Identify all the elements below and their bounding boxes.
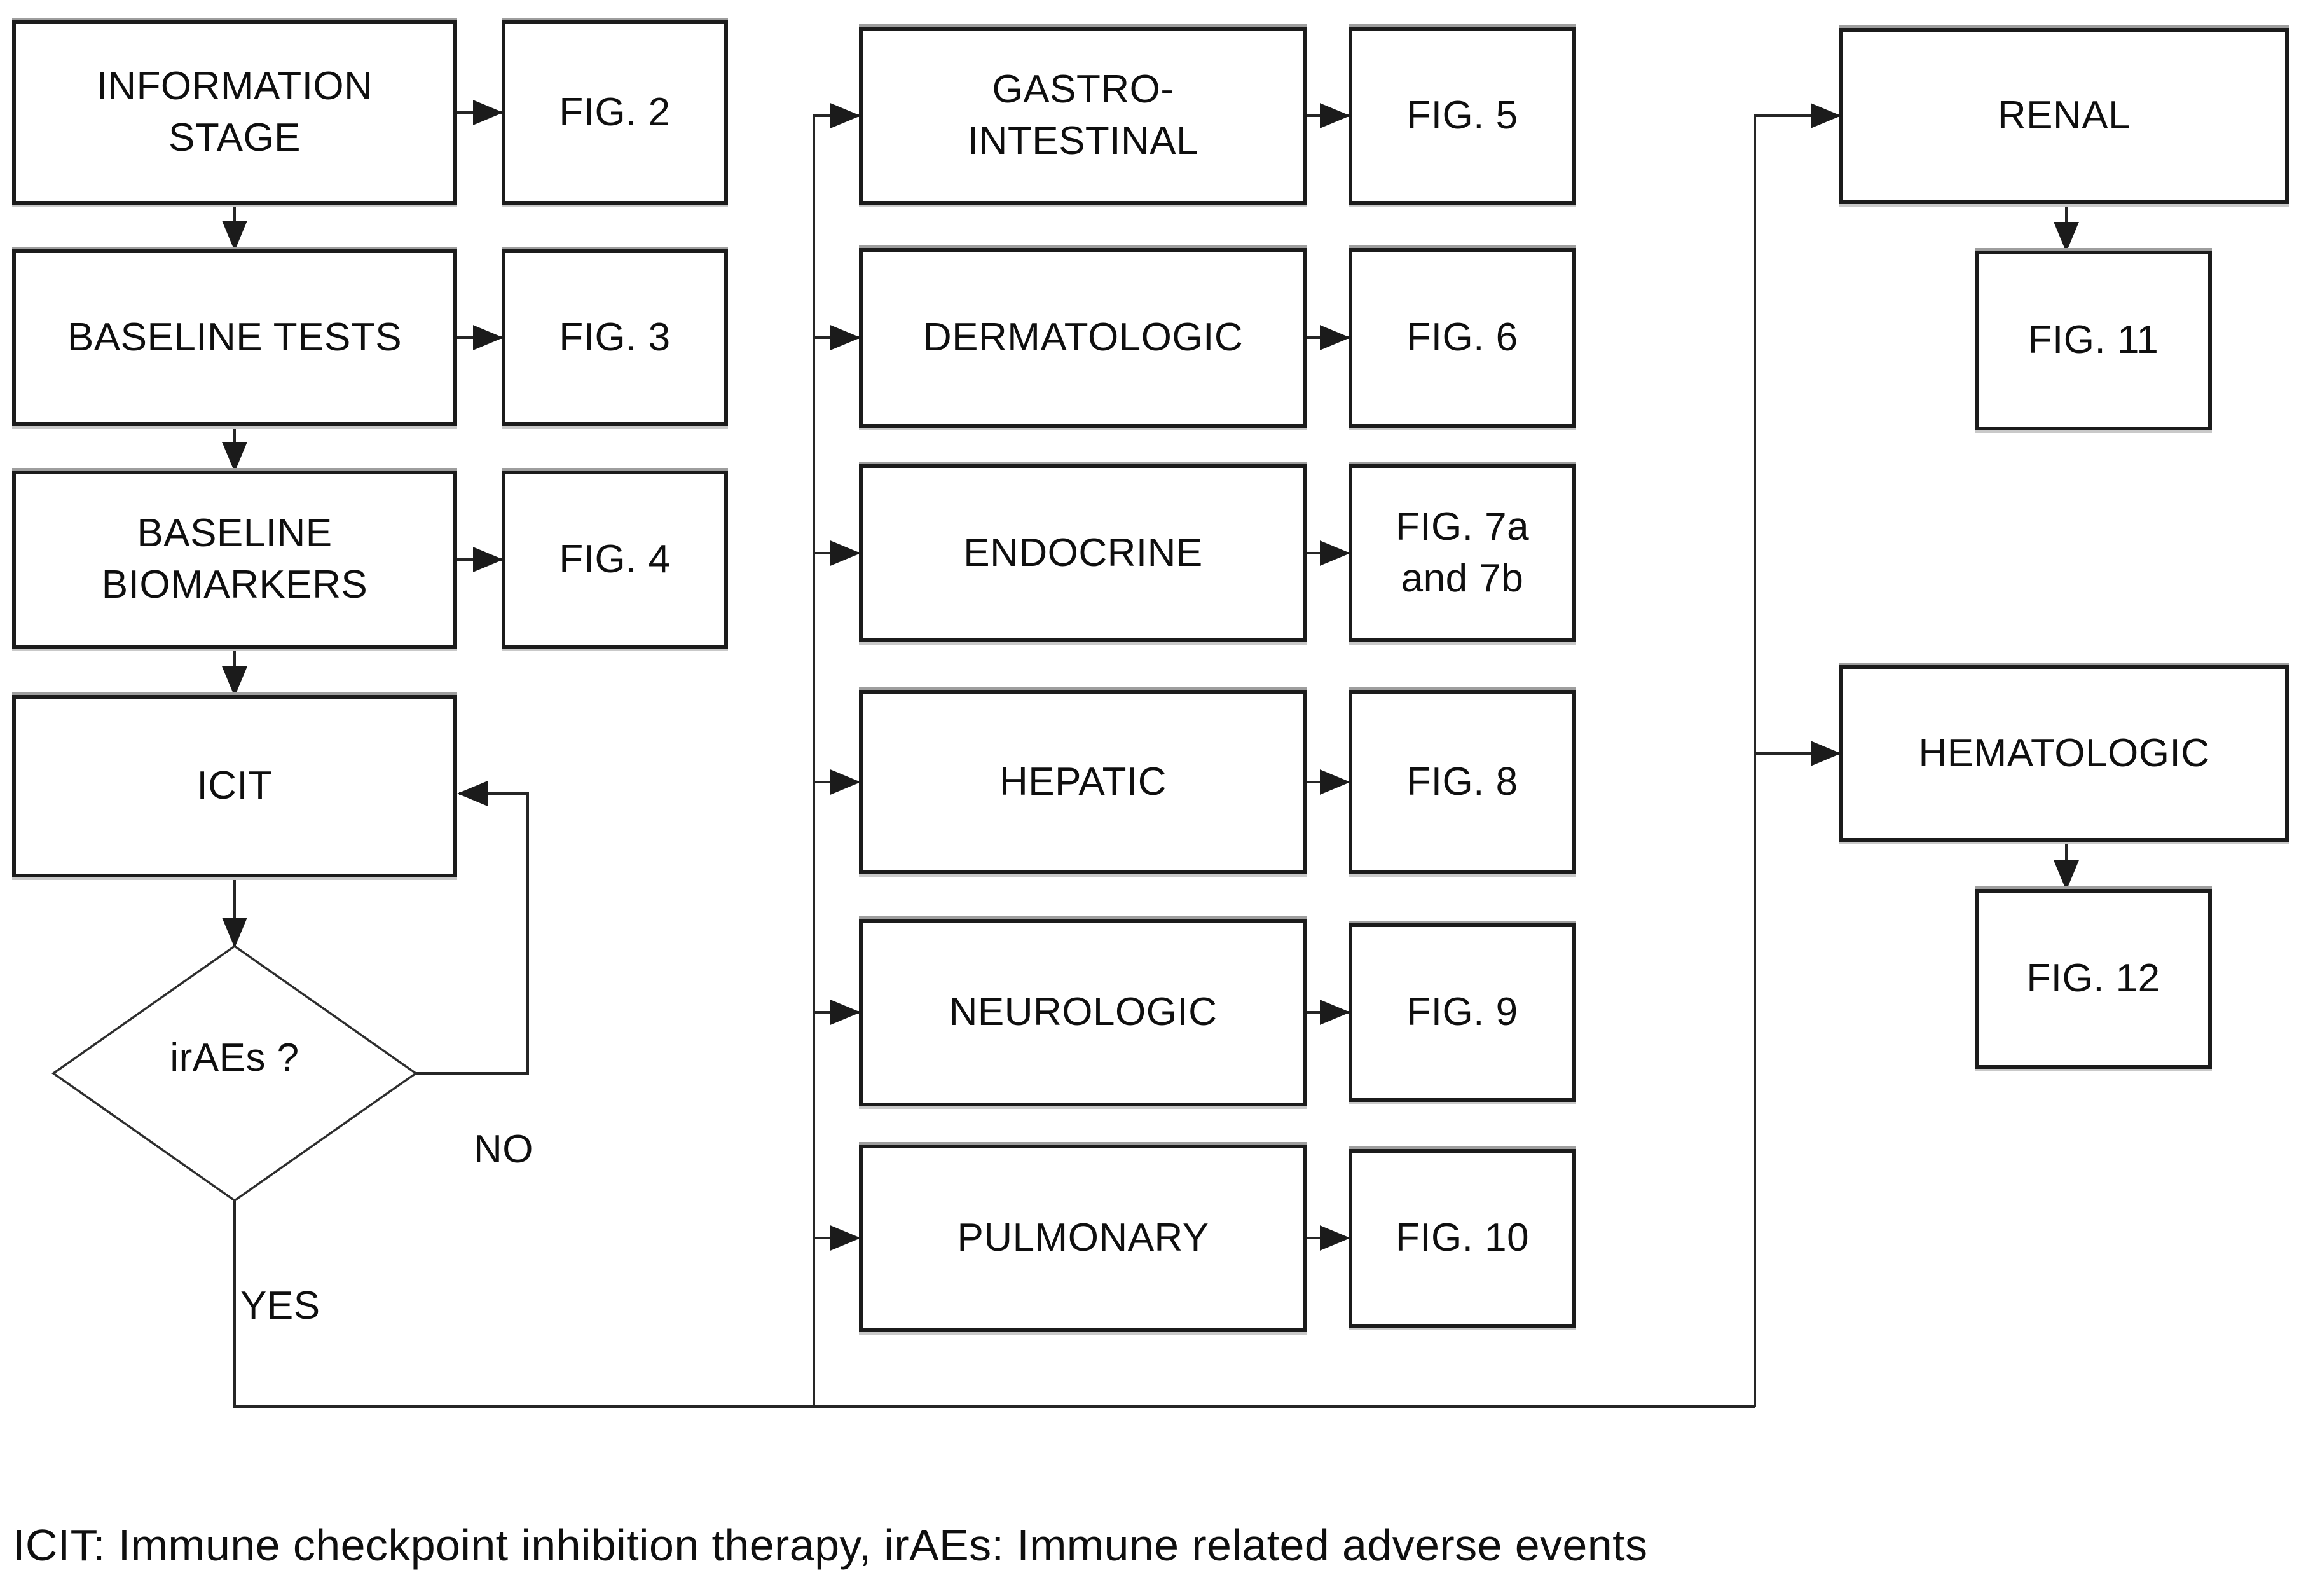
box-information-stage: INFORMATION STAGE [12,20,457,205]
box-fig-4: FIG. 4 [502,471,728,649]
box-endocrine: ENDOCRINE [859,464,1307,642]
box-label-gastrointestinal: GASTRO- INTESTINAL [967,67,1199,163]
box-dermatologic: DERMATOLOGIC [859,248,1307,428]
box-label-fig-3: FIG. 3 [559,315,671,359]
box-label-fig-12: FIG. 12 [2026,956,2160,1001]
box-label-baseline-biomarkers: BASELINE BIOMARKERS [101,511,368,607]
decision-label: irAEs ? [170,1036,299,1080]
box-label-fig-4: FIG. 4 [559,537,671,581]
decision-diamond [51,944,418,1202]
box-fig-5: FIG. 5 [1349,27,1576,205]
box-renal: RENAL [1839,28,2289,204]
box-label-fig-11: FIG. 11 [2028,318,2159,362]
box-fig-7: FIG. 7a and 7b [1349,464,1576,642]
yes-trunk-line [233,1200,1755,1408]
box-fig-2: FIG. 2 [502,20,728,205]
feeder-middle-to-gastro [813,103,861,1407]
box-fig-12: FIG. 12 [1975,889,2212,1069]
box-label-fig-6: FIG. 6 [1406,315,1518,360]
box-baseline-tests: BASELINE TESTS [12,249,457,426]
box-fig-11: FIG. 11 [1975,251,2212,430]
abbreviation-caption: ICIT: Immune checkpoint inhibition thera… [13,1520,1648,1570]
box-hepatic: HEPATIC [859,690,1307,874]
box-label-fig-8: FIG. 8 [1406,759,1518,804]
box-label-endocrine: ENDOCRINE [963,530,1203,575]
box-label-renal: RENAL [1997,93,2131,138]
box-label-fig-9: FIG. 9 [1406,990,1518,1035]
no-loop-to-icit [416,781,529,1075]
box-label-fig-10: FIG. 10 [1395,1216,1530,1260]
box-label-baseline-tests: BASELINE TESTS [67,315,402,359]
box-label-information-stage: INFORMATION STAGE [96,64,373,160]
box-label-icit: ICIT [196,764,273,808]
box-baseline-biomarkers: BASELINE BIOMARKERS [12,471,457,649]
box-fig-3: FIG. 3 [502,249,728,426]
box-label-neurologic: NEUROLOGIC [949,990,1218,1035]
box-fig-10: FIG. 10 [1349,1149,1576,1328]
no-label: NO [474,1127,533,1171]
box-label-fig-5: FIG. 5 [1406,93,1518,137]
box-label-fig-2: FIG. 2 [559,90,671,134]
box-pulmonary: PULMONARY [859,1145,1307,1332]
box-label-pulmonary: PULMONARY [957,1216,1209,1260]
box-neurologic: NEUROLOGIC [859,919,1307,1106]
box-fig-9: FIG. 9 [1349,923,1576,1102]
feeder-right-to-renal [1754,103,1841,1407]
yes-label: YES [240,1284,320,1328]
box-fig-6: FIG. 6 [1349,248,1576,428]
box-label-dermatologic: DERMATOLOGIC [923,315,1244,360]
box-fig-8: FIG. 8 [1349,690,1576,874]
box-gastrointestinal: GASTRO- INTESTINAL [859,27,1307,205]
box-icit: ICIT [12,695,457,877]
box-label-hematologic: HEMATOLOGIC [1918,731,2210,775]
box-label-hepatic: HEPATIC [999,759,1167,804]
box-hematologic: HEMATOLOGIC [1839,665,2289,842]
box-label-fig-7: FIG. 7a and 7b [1395,505,1530,600]
